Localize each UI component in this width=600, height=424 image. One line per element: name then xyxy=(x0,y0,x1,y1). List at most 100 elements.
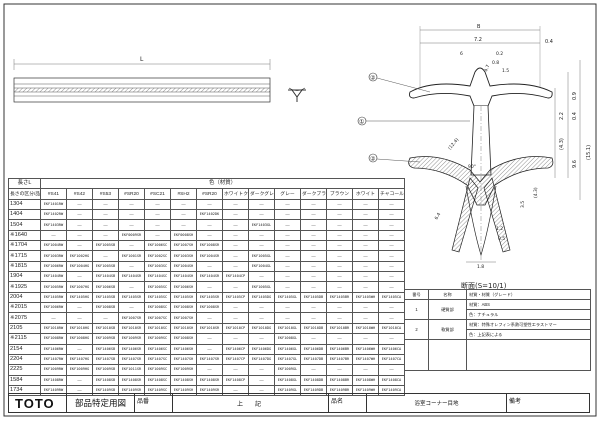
part-number-cell: —— xyxy=(66,343,93,355)
dim-1-2: 1.2 xyxy=(496,226,503,232)
part-number-cell: —— xyxy=(144,219,171,231)
part-number-cell: EKF1407DB xyxy=(300,353,327,366)
part-number-cell: EKF1406CA xyxy=(378,343,405,355)
part-number-cell: —— xyxy=(300,364,327,376)
part-number-cell: —— xyxy=(352,312,379,324)
part-number-cell: EKF1005SB xyxy=(92,240,119,252)
part-number-cell: EKF1408WH xyxy=(352,374,379,386)
part-number-cell: EKF1002SC xyxy=(144,250,171,262)
part-number-cell: —— xyxy=(378,229,405,242)
part-number-cell: EKF1009GL xyxy=(274,364,301,376)
part-number-cell: EKF1009RW xyxy=(40,364,67,376)
part-number-cell: EKF1401RW xyxy=(40,198,67,211)
part-number-cell: EKF1408BR xyxy=(326,374,353,386)
part-number-cell: —— xyxy=(248,374,275,386)
part-number-cell: —— xyxy=(66,219,93,231)
part-number-cell: EKF1004HG xyxy=(66,260,93,273)
part-number-cell: EKF1404SR xyxy=(196,271,223,283)
part-number-cell: EKF1006SC xyxy=(144,240,171,252)
part-number-cell: EKF1010SR xyxy=(118,322,145,335)
part-number-cell: EKF1009SR xyxy=(118,333,145,345)
part-number-cell: EKF1404RW xyxy=(40,271,67,283)
part-number-value: 上 記 xyxy=(173,394,329,412)
part-number-cell: —— xyxy=(66,312,93,324)
part-number-cell: EKF1404CP xyxy=(222,271,249,283)
part-number-cell: EKF1406DB xyxy=(300,343,327,355)
part-number-cell: EKF1407SR xyxy=(118,353,145,366)
length-cell: 2225 xyxy=(8,364,41,376)
part-number-cell: EKF1409CA xyxy=(378,384,405,397)
part-number-cell: —— xyxy=(274,281,301,293)
part-number-cell: EKF1001SR xyxy=(118,250,145,262)
part-number-cell: EKF1005RW xyxy=(40,281,67,293)
part-number-cell: —— xyxy=(378,240,405,252)
part-number-cell: EKF1407SH xyxy=(170,353,197,366)
part-number-cell: —— xyxy=(352,219,379,231)
part-number-cell: EKF1407WH xyxy=(352,353,379,366)
part-number-cell: EKF1405SC xyxy=(144,291,171,304)
length-cell: ※2015 xyxy=(8,302,41,314)
part-1-spec-b: 色：ナチュラル xyxy=(466,309,591,320)
part-number-cell: EKF0009SR xyxy=(118,229,145,242)
part-number-cell: EKF1010BR xyxy=(326,322,353,335)
part-number-cell: EKF1407BR xyxy=(326,353,353,366)
color-code-head: ブラウン xyxy=(326,188,353,200)
part-number-cell: —— xyxy=(300,209,327,221)
part-number-cell: EKF1407DG xyxy=(248,353,275,366)
part-number-cell: EKF1406SR xyxy=(118,343,145,355)
part-number-cell: —— xyxy=(66,374,93,386)
part-number-cell: —— xyxy=(352,302,379,314)
part-number-cell: EKF1010CP xyxy=(222,322,249,335)
part-number-cell: EKF1404SR xyxy=(118,271,145,283)
part-number-cell: EKF1405SR xyxy=(196,291,223,304)
part-number-cell: —— xyxy=(300,260,327,273)
color-code-head: チャコール xyxy=(378,188,405,200)
part-number-cell: EKF1009SB xyxy=(92,364,119,376)
dim-90: 90° xyxy=(468,164,476,170)
part-number-cell: —— xyxy=(326,281,353,293)
title-block: TOTO 部品特定用図 品番 上 記 品名 浴室コーナー目地 備考 xyxy=(8,393,590,413)
part-number-cell: —— xyxy=(222,219,249,231)
part-number-cell: EKF1403RW xyxy=(40,219,67,231)
part-number-cell: EKF1408CP xyxy=(222,374,249,386)
part-number-cell: —— xyxy=(274,209,301,221)
dim-1-5: 1.5 xyxy=(502,68,509,74)
part-number-cell: —— xyxy=(352,198,379,211)
part-number-cell: —— xyxy=(274,250,301,262)
part-2-no: 2 xyxy=(404,319,429,340)
part-number-cell: —— xyxy=(378,364,405,376)
part-number-cell: —— xyxy=(118,260,145,273)
part-number-cell: EKF1405DB xyxy=(300,291,327,304)
color-table: 長さL 色（材質） 長さの区分/品番 #S41#S42#S53#SR20#SC2… xyxy=(8,177,405,397)
part-number-cell: —— xyxy=(92,219,119,231)
dim-2-2: 2.2 xyxy=(559,112,565,120)
part-number-cell: EKF1008SC xyxy=(144,302,171,314)
part-number-cell: EKF1406GL xyxy=(274,343,301,355)
part-number-cell: EKF1005SC xyxy=(144,281,171,293)
part-number-cell: EKF1010RW xyxy=(40,322,67,335)
part-number-cell: —— xyxy=(378,281,405,293)
part-number-cell: —— xyxy=(326,271,353,283)
part-number-cell: EKF1005GL xyxy=(248,281,275,293)
part-number-cell: —— xyxy=(222,240,249,252)
part-number-cell: —— xyxy=(222,312,249,324)
dim-B: B xyxy=(477,24,481,30)
part-number-cell: —— xyxy=(326,312,353,324)
part-number-cell: —— xyxy=(66,302,93,314)
part-number-cell: —— xyxy=(378,312,405,324)
part-number-cell: —— xyxy=(40,312,67,324)
part-number-cell: EKF1004GL xyxy=(248,260,275,273)
dim-0-4b: 0.4 xyxy=(572,112,578,120)
length-cell: ※2115 xyxy=(8,333,41,345)
part-number-cell: EKF1010SH xyxy=(170,322,197,335)
callout-1: ① xyxy=(359,119,364,126)
color-code-head: ホワイトクリップ xyxy=(222,188,249,200)
part-number-cell: EKF1011SR xyxy=(118,364,145,376)
parts-header-name: 名称 xyxy=(428,289,467,300)
part-number-cell: —— xyxy=(144,198,171,211)
part-number-cell: —— xyxy=(300,229,327,242)
